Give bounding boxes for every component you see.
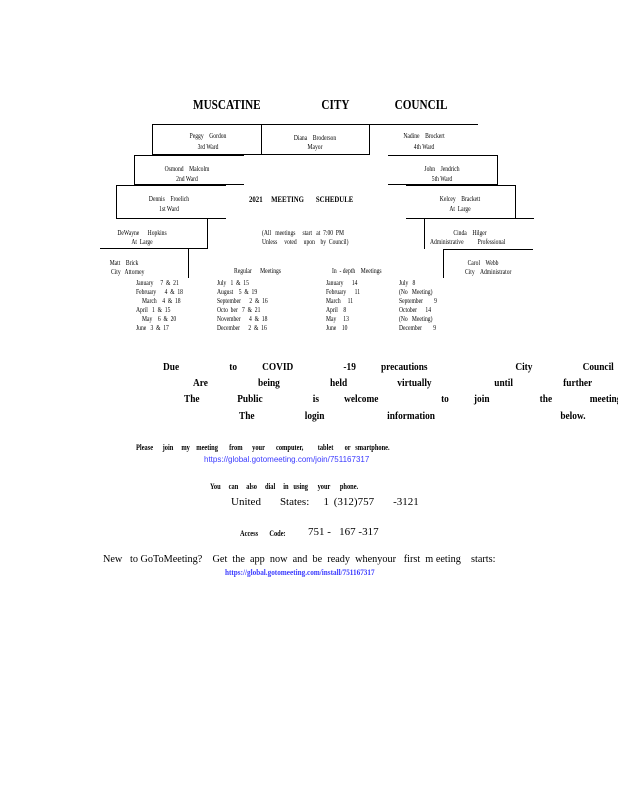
schedule-date: December 9 (399, 324, 437, 332)
member-role: 2nd Ward (176, 175, 198, 183)
notice-line: Are being held virtually until further n… (193, 377, 593, 389)
member-name: Carol Webb (467, 259, 499, 267)
document-title: MUSCATINE CITY COUNCIL (193, 98, 448, 113)
divider (152, 124, 478, 125)
join-link[interactable]: https://global.gotomeeting.com/join/7511… (204, 455, 370, 464)
member-role: 3rd Ward (197, 143, 219, 151)
schedule-date: May 13 (326, 315, 349, 323)
member-name: Dennis Froelich (148, 195, 190, 203)
notice-line: The login information below. (239, 410, 586, 422)
schedule-date: September 2 & 16 (217, 297, 268, 305)
member-name: Matt Brick (109, 259, 139, 267)
phone-number: United States: 1 (312)757 -3121 (231, 496, 419, 508)
divider (261, 124, 262, 155)
schedule-date: June 10 (326, 324, 348, 332)
member-name: Osmond Malcolm (164, 165, 210, 173)
schedule-date: February 4 & 18 (136, 288, 183, 296)
member-box (388, 155, 498, 185)
member-name: Nadine Brockert (403, 132, 445, 140)
member-role: 4th Ward (413, 143, 435, 151)
member-role: 5th Ward (431, 175, 453, 183)
member-name: Kelcey Brackett (439, 195, 481, 203)
member-role: 1st Ward (159, 205, 179, 213)
install-link[interactable]: https://global.gotomeeting.com/install/7… (225, 568, 375, 577)
indepth-meetings-label: In - depth Meetings (332, 267, 382, 275)
member-role: Mayor (307, 143, 323, 151)
member-role: At Large (449, 205, 471, 213)
new-user-text: New to GoToMeeting? Get the app now and … (103, 553, 496, 565)
schedule-date: Octo ber 7 & 21 (217, 306, 261, 314)
schedule-date: August 5 & 19 (217, 288, 258, 296)
member-name: DeWayne Hopkins (117, 229, 167, 237)
schedule-date: September 9 (399, 297, 437, 305)
schedule-date: April 1 & 15 (136, 306, 171, 314)
divider (188, 249, 189, 278)
access-code-label: Access Code: (240, 529, 286, 538)
schedule-date: May 6 & 20 (142, 315, 177, 323)
dial-instructions: You can also dial in using your phone. (210, 482, 359, 491)
member-name: Peggy Gordon (189, 132, 227, 140)
schedule-date: April 8 (326, 306, 347, 314)
schedule-date: January 14 (326, 279, 358, 287)
schedule-date: February 11 (326, 288, 361, 296)
member-role: City Administrator (465, 268, 512, 276)
member-role: City Attorney (111, 268, 145, 276)
member-role: At Large (131, 238, 153, 246)
member-box (424, 218, 534, 249)
schedule-date: July 1 & 15 (217, 279, 249, 287)
schedule-date: March 11 (326, 297, 354, 305)
member-box (152, 124, 262, 155)
schedule-date: March 4 & 18 (142, 297, 181, 305)
schedule-date: November 4 & 18 (217, 315, 268, 323)
member-role: Administrative Professional (430, 238, 506, 246)
schedule-date: (No Meeting) (399, 288, 433, 296)
access-code: 751 - 167 -317 (308, 526, 379, 538)
notice-line: Due to COVID -19 precautions City Counci… (163, 361, 614, 373)
schedule-heading: 2021 MEETING SCHEDULE (249, 195, 354, 204)
join-instructions: Please join my meeting from your compute… (136, 443, 390, 452)
schedule-date: October 14 (399, 306, 432, 314)
schedule-date: December 2 & 16 (217, 324, 267, 332)
regular-meetings-label: Regular Meetings (234, 267, 281, 275)
divider (443, 249, 444, 278)
member-name: Diana Broderson (293, 134, 337, 142)
schedule-date: July 8 (399, 279, 416, 287)
schedule-note: (All meetings start at 7:00 PM (262, 229, 344, 237)
schedule-note: Unless voted upon by Council) (262, 238, 349, 246)
member-box (134, 155, 244, 185)
member-name: Cinda Hilger (453, 229, 487, 237)
member-name: John Jendrich (424, 165, 460, 173)
schedule-date: June 3 & 17 (136, 324, 169, 332)
notice-line: The Public is welcome to join the meetin… (184, 393, 618, 405)
member-box (100, 218, 208, 249)
schedule-date: January 7 & 21 (136, 279, 179, 287)
divider (443, 249, 533, 250)
divider (369, 124, 370, 155)
divider (261, 154, 369, 155)
schedule-date: (No Meeting) (399, 315, 433, 323)
member-box (116, 185, 226, 219)
